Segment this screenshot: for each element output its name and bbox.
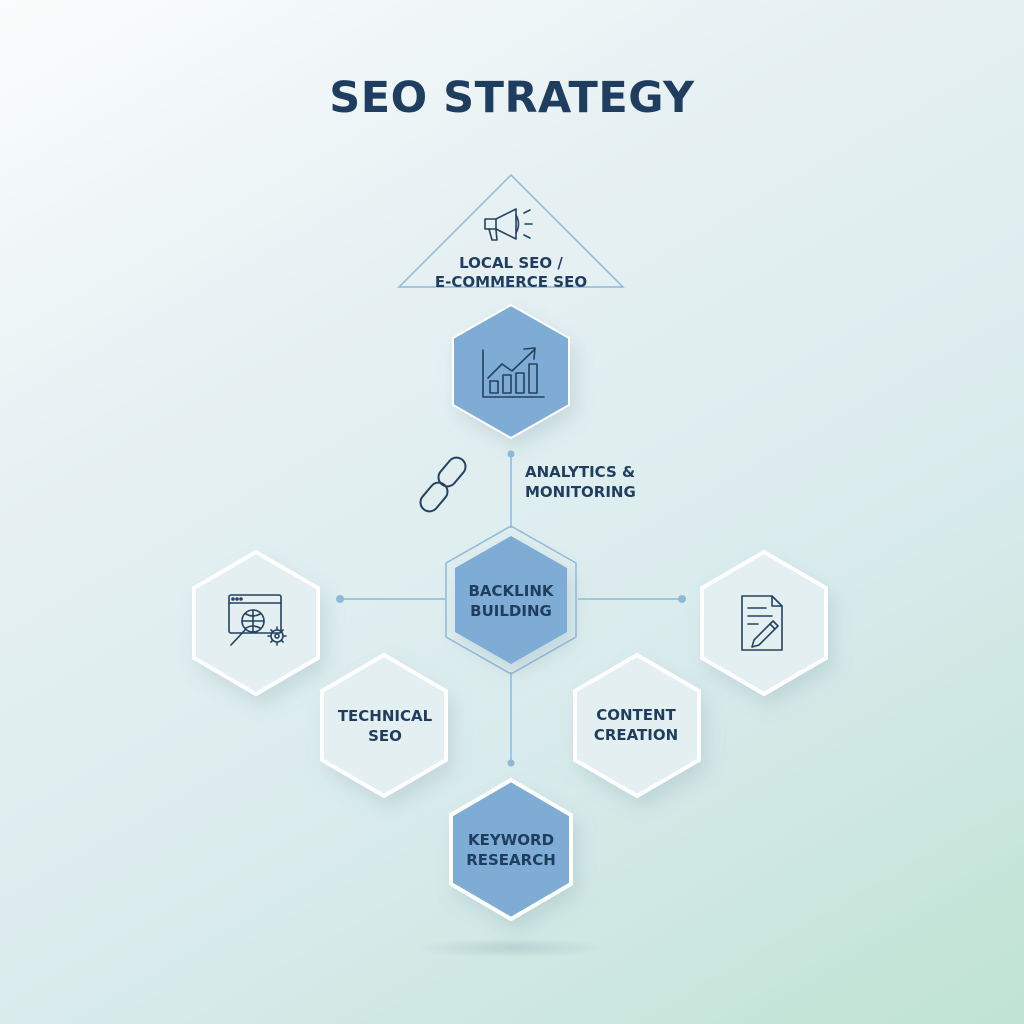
floor-shadow	[416, 938, 606, 958]
technical-label-line2: SEO	[368, 727, 402, 745]
document-pencil-icon	[741, 595, 783, 651]
analytics-hexagon	[452, 303, 570, 440]
backlink-label-line2: BUILDING	[470, 602, 552, 620]
technical-label-line1: TECHNICAL	[338, 707, 433, 725]
technical-seo-hexagon	[320, 652, 448, 799]
web-search-gear-icon	[228, 594, 287, 646]
analytics-label: ANALYTICS & MONITORING	[525, 463, 636, 501]
chain-link-icon	[419, 456, 467, 513]
content-icon-hexagon	[700, 549, 828, 697]
megaphone-icon	[484, 208, 533, 241]
backlink-label-line1: BACKLINK	[469, 582, 555, 600]
keyword-label-line1: KEYWORD	[468, 831, 554, 849]
content-creation-hexagon	[573, 652, 701, 799]
page-title: SEO STRATEGY	[329, 73, 695, 123]
local-seo-label-line2: E-COMMERCE SEO	[435, 273, 587, 291]
content-label-line1: CONTENT	[596, 706, 676, 724]
content-label-line2: CREATION	[594, 726, 678, 744]
analytics-label-line1: ANALYTICS &	[525, 463, 635, 481]
local-seo-node: LOCAL SEO / E-COMMERCE SEO	[397, 173, 625, 291]
technical-icon-hexagon	[192, 549, 320, 697]
chart-icon	[482, 347, 545, 398]
keyword-label-line2: RESEARCH	[466, 851, 556, 869]
local-seo-label-line1: LOCAL SEO /	[459, 254, 563, 272]
backlink-building-node: BACKLINK BUILDING	[445, 525, 577, 675]
connector-lines	[336, 450, 686, 767]
analytics-label-line2: MONITORING	[525, 483, 636, 501]
keyword-research-hexagon	[449, 777, 573, 922]
